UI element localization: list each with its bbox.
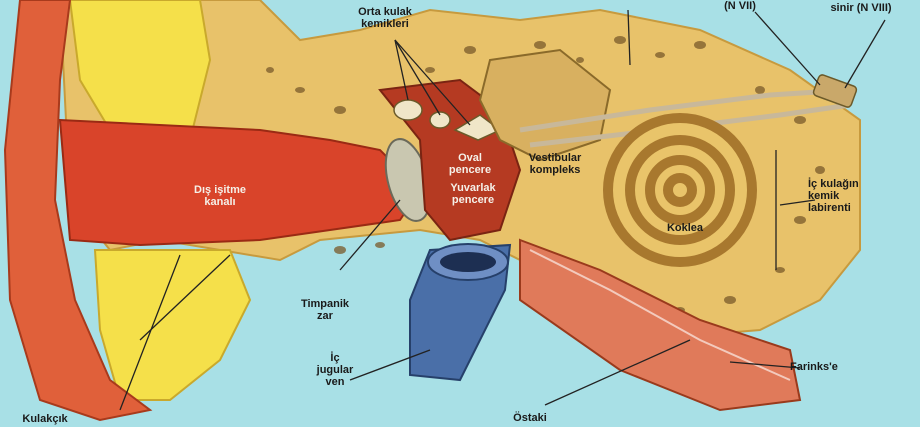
label-yuvarlak-pencere: Yuvarlak pencere <box>438 182 508 206</box>
label-dis-isitme-kanali: Dış işitme kanalı <box>175 184 265 208</box>
auricle-fat-lower <box>95 250 250 400</box>
label-oval-pencere: Oval pencere <box>440 152 500 176</box>
label-ic-jugular-ven: İç jugular ven <box>305 352 365 388</box>
label-kulakcik: Kulakçık <box>5 413 85 425</box>
label-ic-kulagin: İç kulağın kemik labirenti <box>808 178 908 214</box>
label-farinks: Farinks'e <box>790 361 880 373</box>
label-timpanik-zar: Timpanik zar <box>290 298 360 322</box>
label-ostaki: Östaki <box>500 412 560 424</box>
label-vestibular-kompleks: Vestibular kompleks <box>510 152 600 176</box>
label-orta-kulak: Orta kulak kemikleri <box>330 6 440 30</box>
cochlea <box>608 118 752 262</box>
label-sinir-partial: sinir (N VIII) <box>802 2 920 14</box>
label-top-partial: (N VII) <box>710 0 770 12</box>
label-koklea: Koklea <box>655 222 715 234</box>
